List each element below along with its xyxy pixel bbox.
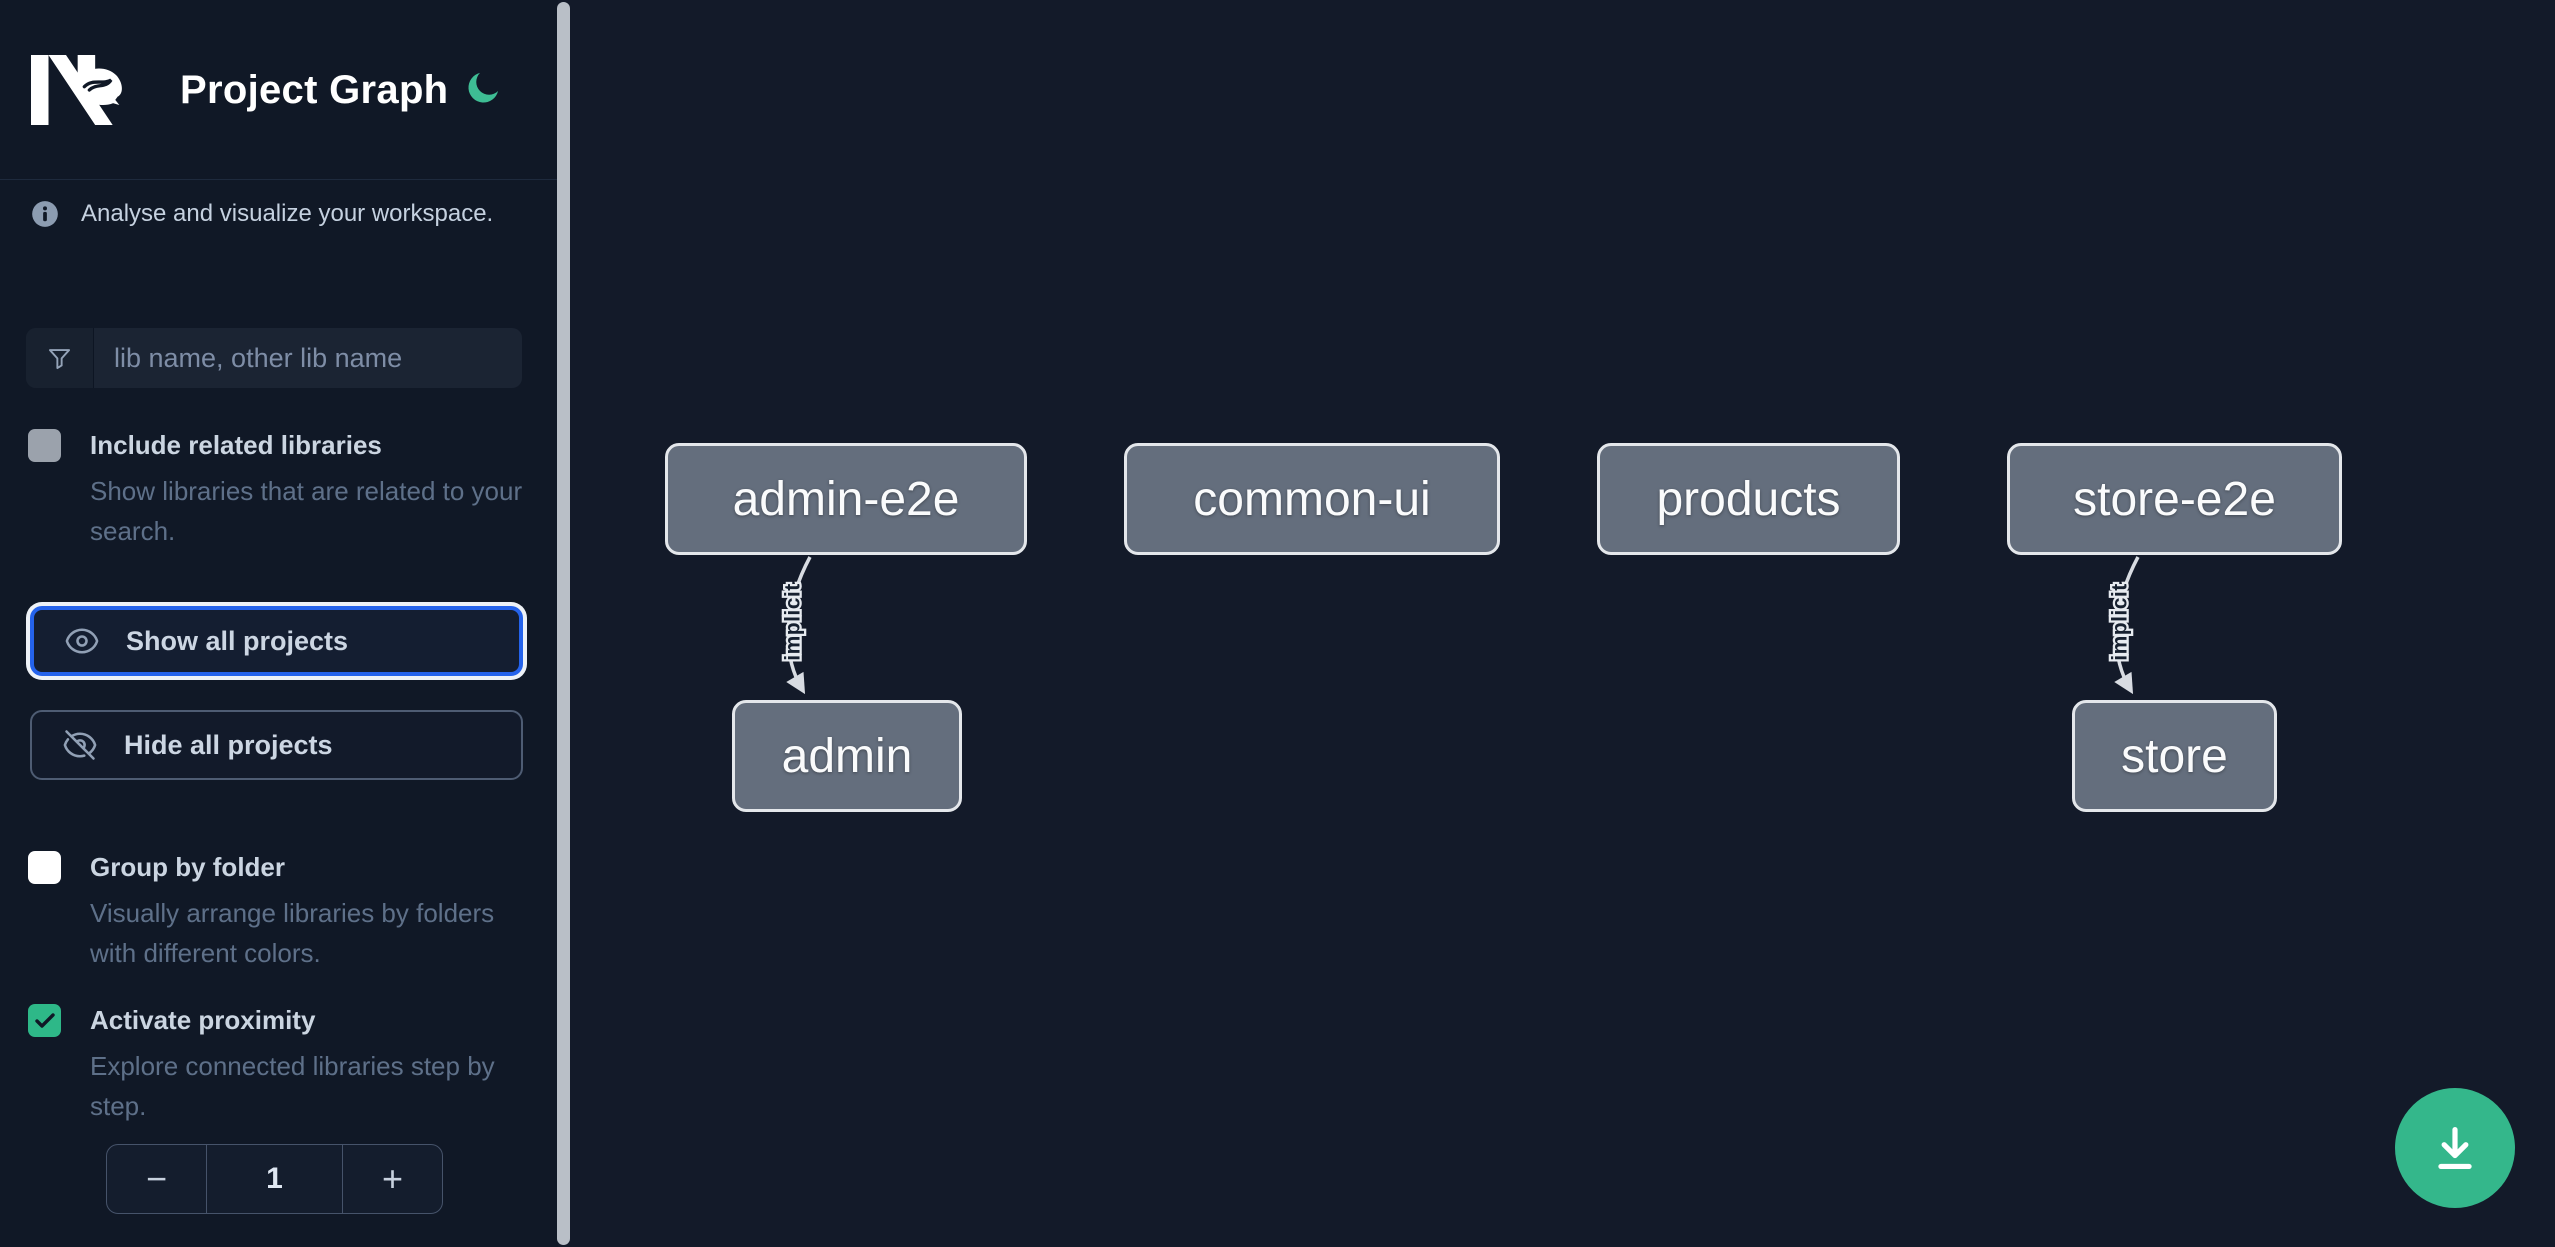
edge-label-implicit[interactable]: implicit (779, 581, 807, 663)
moon-icon (462, 69, 512, 109)
node-products[interactable]: products (1597, 443, 1900, 555)
checkbox-include-related-libraries[interactable] (28, 429, 61, 462)
show-all-projects-label: Show all projects (126, 625, 349, 656)
download-image-button[interactable] (2395, 1088, 2515, 1208)
increment-button[interactable]: + (343, 1145, 442, 1213)
info-text: Analyse and visualize your workspace. (81, 200, 494, 227)
show-all-projects-button[interactable]: Show all projects (30, 606, 523, 676)
edge-store-e2e-to-store[interactable] (2114, 556, 2140, 695)
eye-icon (64, 623, 100, 659)
option-description: Visually arrange libraries by folders wi… (90, 898, 495, 968)
node-store-e2e[interactable]: store-e2e (2007, 443, 2342, 555)
edge-label-implicit[interactable]: implicit (2106, 581, 2134, 663)
option-description: Explore connected libraries step by step… (90, 1051, 495, 1121)
nx-logo-icon (26, 50, 126, 130)
option-label: Include related libraries (90, 430, 382, 460)
search-input[interactable] (94, 328, 522, 388)
filter-icon (26, 328, 94, 388)
option-description: Show libraries that are related to your … (90, 476, 523, 546)
checkbox-group-by-folder[interactable] (28, 851, 61, 884)
decrement-button[interactable]: − (107, 1145, 206, 1213)
checkbox-activate-proximity[interactable] (28, 1004, 61, 1037)
node-admin[interactable]: admin (732, 700, 962, 812)
node-common-ui[interactable]: common-ui (1124, 443, 1500, 555)
download-icon (2429, 1122, 2481, 1174)
stepper-value: 1 (206, 1145, 343, 1213)
edge-admin-e2e-to-admin[interactable] (786, 556, 812, 695)
eye-off-icon (62, 727, 98, 763)
hide-all-projects-button[interactable]: Hide all projects (30, 710, 523, 780)
sidebar-header: Project Graph (0, 0, 558, 180)
sidebar-scrollbar[interactable] (557, 2, 570, 1245)
page-title: Project Graph (180, 68, 449, 112)
node-store[interactable]: store (2072, 700, 2277, 812)
theme-toggle-button[interactable] (462, 64, 512, 114)
sidebar: Project Graph Analyse and visualize your… (0, 0, 558, 1247)
info-icon (31, 200, 59, 228)
option-label: Group by folder (90, 852, 285, 882)
workspace-info: Analyse and visualize your workspace. (31, 200, 531, 228)
option-label: Activate proximity (90, 1005, 316, 1035)
proximity-depth-stepper: − 1 + (106, 1144, 443, 1214)
checkmark-icon (33, 1009, 57, 1033)
node-admin-e2e[interactable]: admin-e2e (665, 443, 1027, 555)
search-box (26, 328, 522, 388)
hide-all-projects-label: Hide all projects (124, 729, 333, 760)
